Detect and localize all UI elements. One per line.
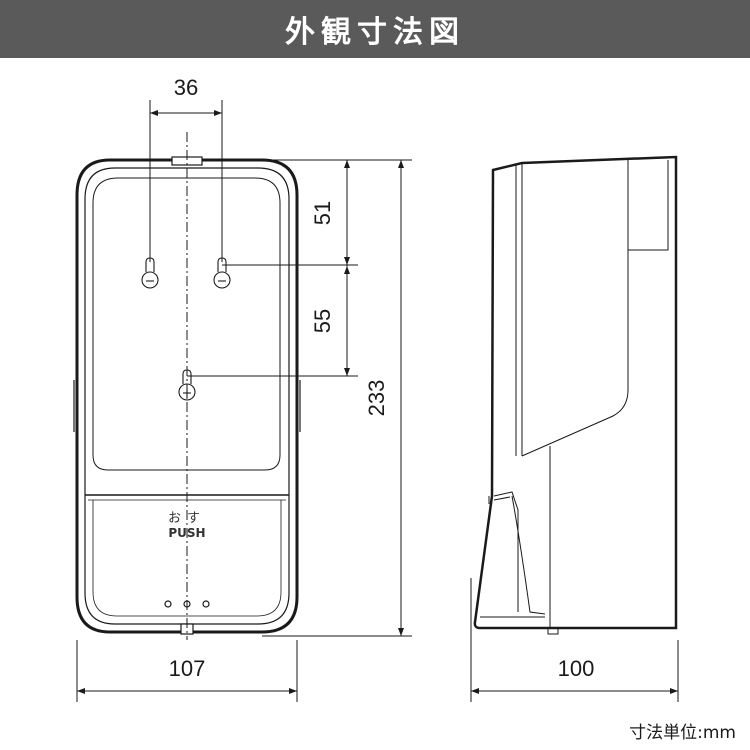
nozzle-hole-left [164,600,172,608]
front-inner-rim [84,167,290,625]
dim-width: 107 [169,656,206,681]
side-bottom-tab [547,627,559,635]
screw-hole-top-right [213,257,231,289]
dim-top-to-hole: 51 [310,201,335,225]
dim-height: 233 [364,380,389,417]
nozzle-hole-right [202,600,210,608]
dim-depth: 100 [558,656,595,681]
side-reservoir-curve [521,160,629,457]
front-back-panel [92,177,281,471]
side-dimension-lines [470,578,679,702]
front-dimension-lines [76,100,412,702]
push-label-jp: おす [168,511,206,526]
dim-hole-to-hole: 55 [310,309,335,333]
side-body-outline [473,155,678,630]
side-lever-inner [511,495,546,615]
page-header: 外観寸法図 [0,0,750,58]
side-window [627,160,669,251]
unit-note: 寸法単位:mm [629,723,736,743]
screw-hole-top-left [141,257,159,289]
push-button-outline [92,500,282,617]
front-view [73,132,301,640]
side-view [473,155,678,635]
dim-hole-spacing: 36 [174,75,198,100]
push-label-en: PUSH [168,526,205,540]
side-push-lever [493,491,519,612]
page-title: 外観寸法図 [285,15,465,50]
